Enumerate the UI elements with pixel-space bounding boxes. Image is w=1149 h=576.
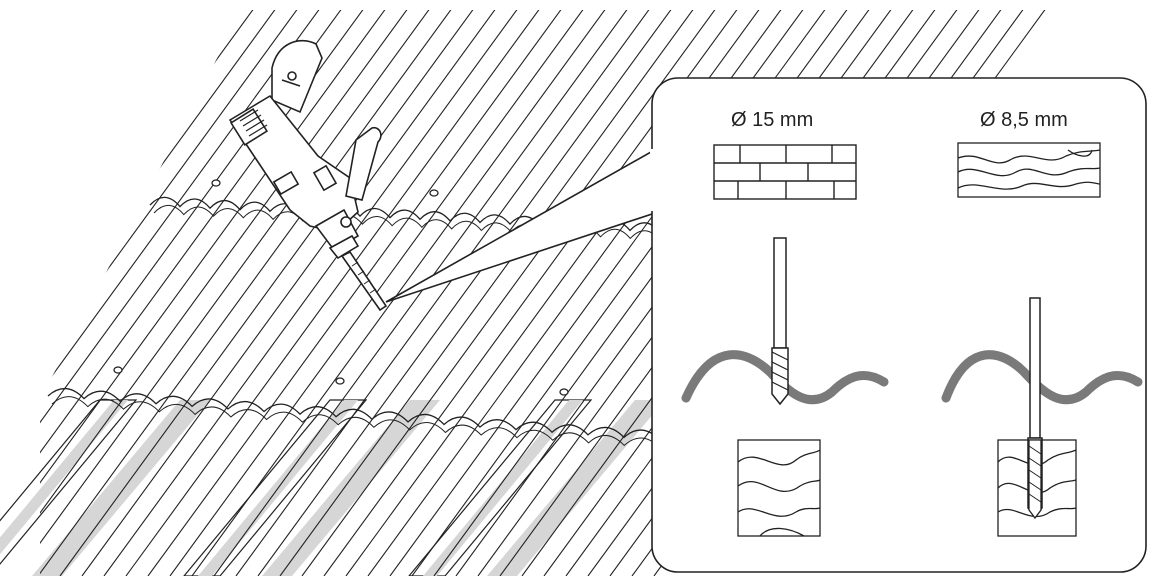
sheet-ridge xyxy=(40,10,393,576)
sheet-ridge xyxy=(301,10,723,576)
sheet-wave-icon xyxy=(941,350,1143,405)
screw xyxy=(211,179,221,187)
screw-holes xyxy=(113,179,569,396)
brick-icon xyxy=(713,144,857,200)
screw xyxy=(335,377,345,385)
sheet-ridge xyxy=(125,10,547,576)
sheet-overlap-edge xyxy=(47,387,661,441)
callout-box: Ø 15 mm Ø 8,5 mm xyxy=(650,77,1147,573)
sheet-overlap-edge xyxy=(51,396,661,449)
sheet-ridge xyxy=(40,10,437,576)
wood-drill-bit-icon xyxy=(1028,439,1042,520)
left-diameter-label: Ø 15 mm xyxy=(731,109,813,131)
sheet-ridge xyxy=(279,10,701,576)
screw xyxy=(429,189,439,197)
callout-pointer xyxy=(385,146,659,303)
screw xyxy=(559,388,569,396)
sheet-ridge xyxy=(235,10,657,576)
sheet-ridge xyxy=(59,10,481,576)
rafter-shadow xyxy=(423,400,583,576)
right-diameter-label: Ø 8,5 mm xyxy=(980,109,1068,131)
rafter-shadow xyxy=(0,400,128,555)
sheet-ridge xyxy=(191,10,613,576)
sheet-ridge xyxy=(40,10,459,576)
sheet-ridge xyxy=(169,10,591,576)
sheet-ridge xyxy=(147,10,569,576)
sheet-ridge xyxy=(81,10,503,576)
rafter-shadow xyxy=(262,400,440,576)
screw xyxy=(113,366,123,374)
sheet-ridge xyxy=(40,10,415,576)
wood-icon xyxy=(957,142,1101,198)
masonry-drill-bit-icon xyxy=(771,237,789,406)
drill-icon xyxy=(228,40,388,312)
sheet-ridge xyxy=(103,10,525,576)
wood-icon xyxy=(737,439,821,537)
sheet-ridge xyxy=(40,10,327,576)
sheet-ridge xyxy=(257,10,679,576)
rafter-shadow xyxy=(32,400,210,576)
